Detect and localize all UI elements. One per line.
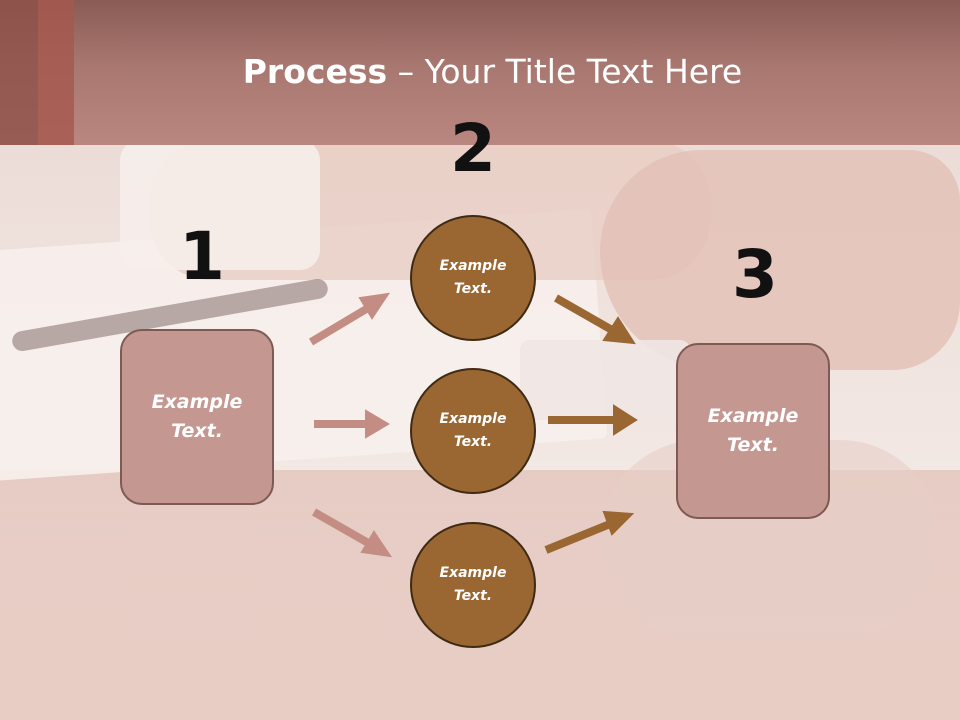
step-number-3: 3 [732,236,778,313]
circle-1-text: Example Text. [440,255,507,301]
text-line: Example [439,411,507,427]
background-calculator [520,340,690,420]
text-line: Text. [171,420,223,442]
text-line: Text. [453,434,493,450]
circle-3-text: Example Text. [440,562,507,608]
text-line: Text. [727,434,779,456]
title-bold: Process [242,52,388,91]
step-1-box[interactable]: Example Text. [120,329,274,505]
step-2-circle-1[interactable]: Example Text. [410,215,536,341]
step-number-2: 2 [450,110,496,187]
title-rest: – Your Title Text Here [387,52,743,91]
background-sleeve [120,140,320,270]
circle-2-text: Example Text. [440,408,507,454]
step-number-1: 1 [179,218,225,295]
header-stripe [38,0,74,145]
background-hand-right [600,150,960,370]
text-line: Example [439,258,507,274]
text-line: Example [151,391,243,413]
text-line: Example [439,565,507,581]
text-line: Text. [453,281,493,297]
step-1-text: Example Text. [152,388,243,446]
page-title[interactable]: Process – Your Title Text Here [0,52,960,91]
step-3-box[interactable]: Example Text. [676,343,830,519]
step-3-text: Example Text. [708,402,799,460]
step-2-circle-3[interactable]: Example Text. [410,522,536,648]
header-stripe [0,0,38,145]
text-line: Example [707,405,799,427]
step-2-circle-2[interactable]: Example Text. [410,368,536,494]
title-bar: Process – Your Title Text Here [0,0,960,145]
text-line: Text. [453,588,493,604]
